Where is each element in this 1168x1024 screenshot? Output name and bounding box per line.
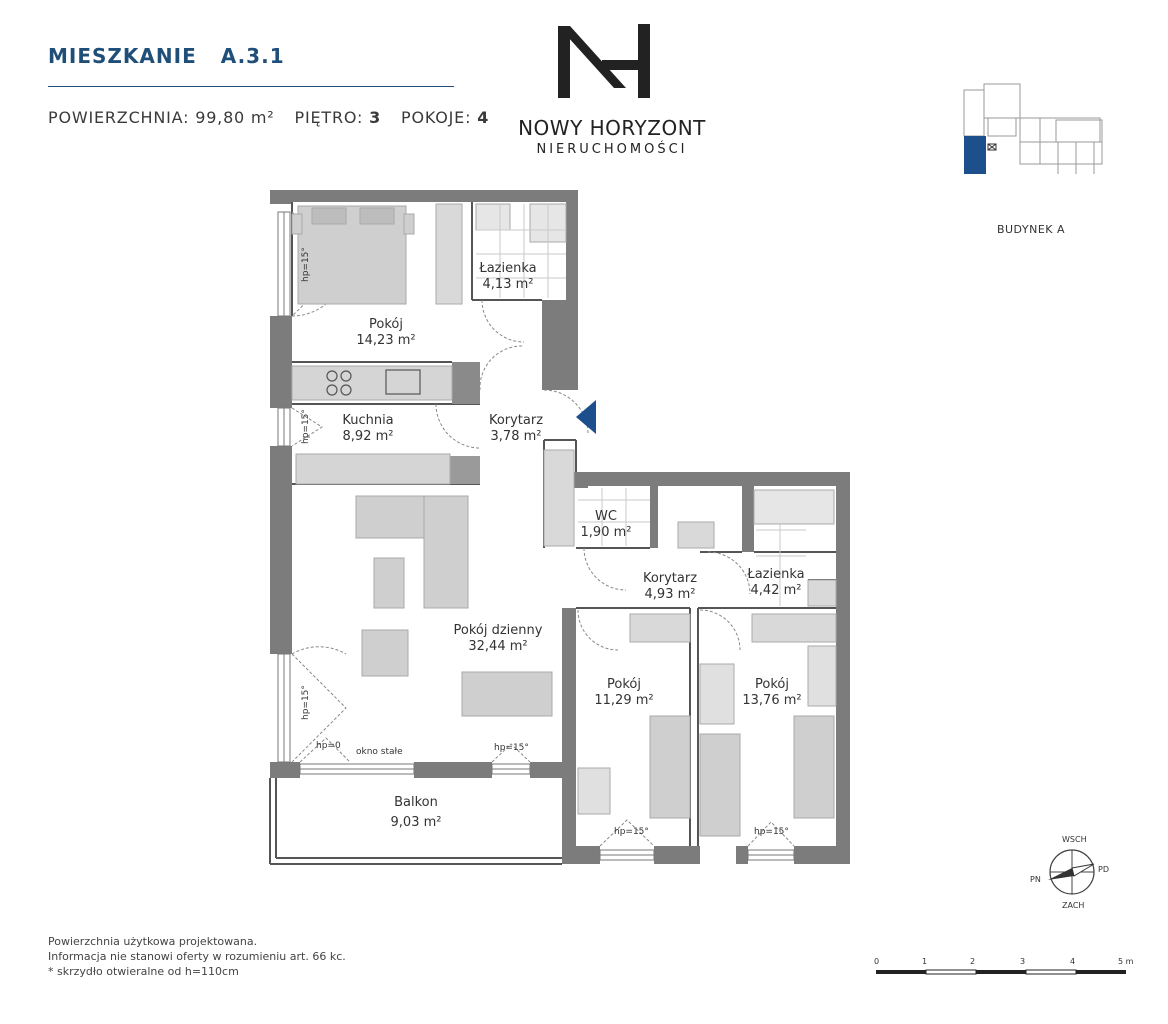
window-hp-pokoj-3: hp=15° <box>754 827 789 837</box>
scale-tick-2: 2 <box>970 957 975 966</box>
footer-line-3: * skrzydło otwieralne od h=110cm <box>48 965 239 978</box>
room-area-pokoj-dzienny: 32,44 m² <box>468 639 527 654</box>
room-area-kuchnia: 8,92 m² <box>343 429 394 444</box>
room-area-wc: 1,90 m² <box>581 525 632 540</box>
brand-subtitle: NIERUCHOMOŚCI <box>536 142 688 157</box>
room-name-korytarz-1: Korytarz <box>489 413 543 428</box>
scale-tick-5: 5 m <box>1118 957 1134 966</box>
scale-tick-4: 4 <box>1070 957 1075 966</box>
compass-east: PD <box>1098 865 1109 874</box>
brand-name: NOWY HORYZONT <box>518 116 706 140</box>
room-area-pokoj-3: 13,76 m² <box>742 693 801 708</box>
scale-tick-0: 0 <box>874 957 879 966</box>
room-name-pokoj-2: Pokój <box>607 677 641 692</box>
scale-tick-1: 1 <box>922 957 927 966</box>
room-labels: Pokój 14,23 m² Łazienka 4,13 m² Kuchnia … <box>342 261 804 830</box>
room-area-korytarz-2: 4,93 m² <box>645 587 696 602</box>
room-area-balkon: 9,03 m² <box>391 815 442 830</box>
room-area-lazienka-2: 4,42 m² <box>751 583 802 598</box>
windows <box>277 211 795 861</box>
window-hp-living-2: hp=15° <box>494 743 529 753</box>
scale-bar: 0 1 2 3 4 5 m <box>874 957 1134 975</box>
window-hp-living: hp=15° <box>301 685 311 720</box>
apartment-code: A.3.1 <box>220 44 285 68</box>
walls <box>270 190 850 864</box>
apartment-title: MIESZKANIE A.3.1 <box>48 44 285 68</box>
window-hp-kitchen: hp=15° <box>301 409 311 444</box>
window-hp0: hp=0 <box>316 741 341 751</box>
footer-line-1: Powierzchnia użytkowa projektowana. <box>48 935 258 948</box>
brand-logo-icon <box>558 24 650 98</box>
floor-value: 3 <box>369 108 382 127</box>
room-name-lazienka-1: Łazienka <box>478 261 536 276</box>
compass-needle-icon <box>1048 868 1074 880</box>
area-label: POWIERZCHNIA: <box>48 108 190 127</box>
room-area-lazienka-1: 4,13 m² <box>483 277 534 292</box>
building-label: BUDYNEK A <box>996 223 1066 236</box>
room-name-pokoj-dzienny: Pokój dzienny <box>454 623 543 638</box>
compass-north: WSCH <box>1062 835 1087 844</box>
entrance-arrow-icon <box>576 400 596 434</box>
rooms-label: POKOJE: <box>401 108 472 127</box>
window-hp-bedroom: hp=15° <box>301 247 311 282</box>
room-area-pokoj-1: 14,23 m² <box>356 333 415 348</box>
footer-notes: Powierzchnia użytkowa projektowana. Info… <box>48 934 346 979</box>
room-area-korytarz-1: 3,78 m² <box>491 429 542 444</box>
room-name-wc: WC <box>595 509 617 524</box>
furniture <box>291 203 837 837</box>
room-name-korytarz-2: Korytarz <box>643 571 697 586</box>
scale-tick-3: 3 <box>1020 957 1025 966</box>
floor-label: PIĘTRO: <box>294 108 364 127</box>
area-value: 99,80 m² <box>195 108 275 127</box>
room-name-lazienka-2: Łazienka <box>746 567 804 582</box>
apartment-title-label: MIESZKANIE <box>48 44 197 68</box>
footer-line-2: Informacja nie stanowi oferty w rozumien… <box>48 950 346 963</box>
room-name-pokoj-1: Pokój <box>369 317 403 332</box>
window-hp-pokoj-2: hp=15° <box>614 827 649 837</box>
compass: WSCH PD PN ZACH <box>1030 835 1109 910</box>
compass-south: ZACH <box>1062 901 1084 910</box>
fixed-window-label: okno stałe <box>356 747 403 757</box>
highlighted-unit <box>964 136 986 174</box>
room-area-pokoj-2: 11,29 m² <box>594 693 653 708</box>
room-name-balkon: Balkon <box>394 795 438 810</box>
room-name-kuchnia: Kuchnia <box>342 413 393 428</box>
room-name-pokoj-3: Pokój <box>755 677 789 692</box>
header-divider <box>48 86 454 87</box>
compass-west: PN <box>1030 875 1041 884</box>
apartment-info: POWIERZCHNIA: 99,80 m² PIĘTRO: 3 POKOJE: 4 <box>48 108 489 127</box>
building-keyplan <box>963 83 1103 174</box>
rooms-value: 4 <box>477 108 490 127</box>
